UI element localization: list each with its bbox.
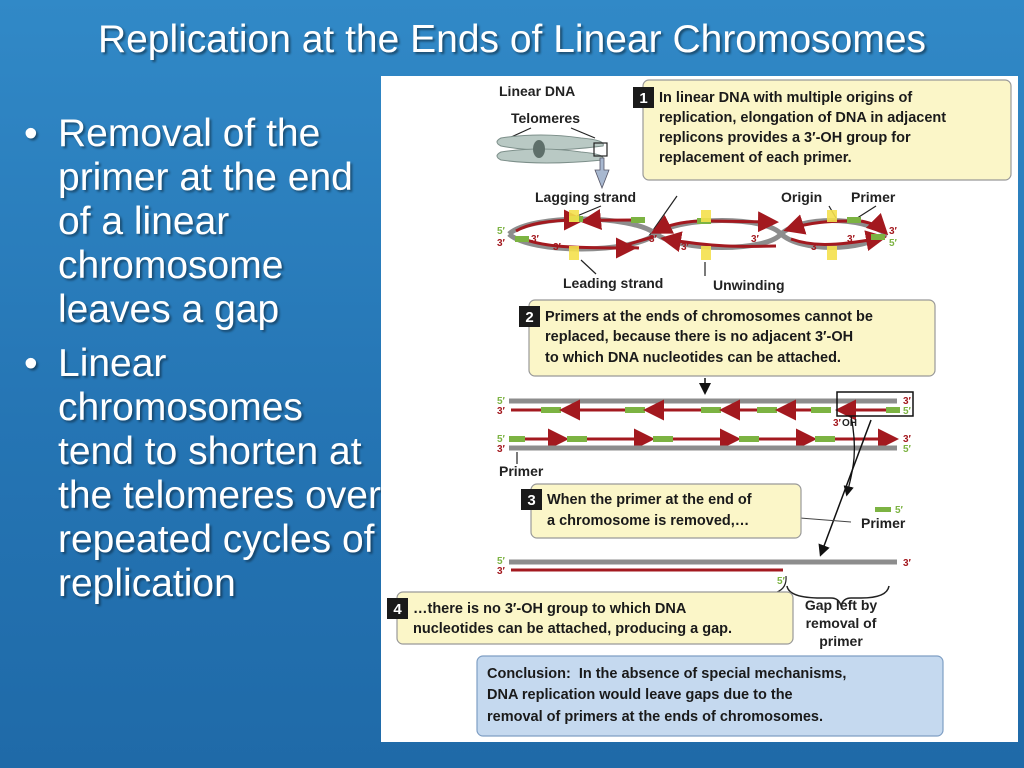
conclusion-box: Conclusion: In the absence of special me… [476, 655, 944, 737]
svg-text:nucleotides can be attached, p: nucleotides can be attached, producing a… [413, 621, 732, 637]
svg-text:DNA replication would leave ga: DNA replication would leave gaps due to … [487, 687, 793, 703]
conclusion-heading: Conclusion: [487, 666, 571, 682]
svg-text:3′: 3′ [553, 242, 562, 253]
svg-text:3′: 3′ [889, 226, 898, 237]
replication-figure: Linear DNA Telomeres Lagging strand 1 In… [381, 76, 1018, 742]
lagging-strand-label: Lagging strand [535, 189, 636, 205]
gap-label: removal of [806, 615, 877, 631]
svg-text:replaced, because there is no: replaced, because there is no adjacent 3… [545, 329, 853, 345]
step-number: 3 [527, 492, 535, 509]
svg-text:5′: 5′ [497, 396, 506, 407]
svg-text:5′: 5′ [497, 556, 506, 567]
end-highlight-box [836, 391, 914, 417]
gapped-duplex: 5′ 3′ 5′ 3′ [497, 556, 912, 607]
svg-text:5′: 5′ [903, 406, 912, 417]
svg-text:3′: 3′ [649, 234, 658, 245]
svg-text:removal of primers at the ends: removal of primers at the ends of chromo… [487, 709, 823, 725]
svg-text:3′: 3′ [497, 238, 506, 249]
zoom-arrow [594, 157, 610, 190]
replication-bubbles: 5′ 3′ 3′ 5′ 3′ 3′ 3′ 3′ 3′ 3′ 3′ [497, 209, 898, 260]
step-number: 4 [393, 601, 402, 618]
step-number: 2 [525, 309, 533, 326]
svg-text:3′: 3′ [497, 406, 506, 417]
step-number: 1 [639, 90, 647, 107]
step-2-note: 2 Primers at the ends of chromosomes can… [519, 299, 936, 377]
svg-text:3′: 3′ [903, 396, 912, 407]
origin-label: Origin [781, 189, 822, 205]
svg-text:5′: 5′ [497, 434, 506, 445]
svg-text:Conclusion: In the absen: Conclusion: In the absence of special me… [487, 666, 846, 682]
gap-brace [786, 585, 890, 607]
svg-text:replicons provides a 3′-OH gro: replicons provides a 3′-OH group for [659, 130, 911, 146]
chromosome-icon [496, 134, 604, 164]
svg-text:to which DNA nucleotides can b: to which DNA nucleotides can be attached… [545, 350, 841, 366]
svg-text:3′: 3′ [847, 234, 856, 245]
zoom-box [593, 142, 608, 157]
svg-text:3′: 3′ [531, 234, 540, 245]
svg-text:In linear DNA with multiple or: In linear DNA with multiple origins of [659, 90, 912, 106]
svg-text:3′: 3′ [833, 418, 842, 429]
leading-strand-label: Leading strand [563, 275, 663, 291]
daughter-duplex-bottom: 5′ 3′ 3′ 5′ [497, 428, 912, 455]
svg-text:replication, elongation of DNA: replication, elongation of DNA in adjace… [659, 110, 946, 126]
svg-text:5′: 5′ [497, 226, 506, 237]
step-4-note: 4 …there is no 3′-OH group to which DNA … [387, 591, 794, 645]
svg-text:replacement of each primer.: replacement of each primer. [659, 150, 852, 166]
svg-text:5′: 5′ [889, 238, 898, 249]
telomere-leader [570, 127, 596, 139]
step-1-note: 1 In linear DNA with multiple origins of… [633, 79, 1012, 237]
svg-text:5′: 5′ [777, 576, 786, 587]
svg-text:3′: 3′ [497, 566, 506, 577]
gap-label: Gap left by [805, 597, 878, 613]
svg-text:3′: 3′ [903, 434, 912, 445]
svg-text:3′: 3′ [903, 558, 912, 569]
svg-text:When the primer at the end of: When the primer at the end of [547, 492, 752, 508]
svg-text:3′: 3′ [681, 242, 690, 253]
svg-text:5′: 5′ [895, 505, 904, 516]
bullet-item: Linear chromosomes tend to shorten at th… [22, 342, 382, 606]
unwinding-label: Unwinding [713, 277, 785, 293]
svg-text:3′: 3′ [811, 242, 820, 253]
slide-title: Replication at the Ends of Linear Chromo… [97, 18, 927, 61]
bullet-item: Removal of the primer at the end of a li… [22, 112, 382, 332]
primer-side-label: Primer [861, 515, 906, 531]
telomeres-label: Telomeres [511, 110, 580, 126]
daughter-duplex-top: 5′ 3′ 3′ 5′ [497, 391, 914, 421]
removed-primer [875, 507, 891, 512]
primer-bottom-label: Primer [499, 463, 544, 479]
oh-label: OH [842, 418, 857, 429]
svg-text:3′: 3′ [751, 234, 760, 245]
svg-text:5′: 5′ [903, 444, 912, 455]
bullet-list: Removal of the primer at the end of a li… [22, 112, 382, 616]
svg-text:a chromosome is removed,…: a chromosome is removed,… [547, 513, 749, 529]
linear-dna-label: Linear DNA [499, 83, 575, 99]
svg-text:3′: 3′ [497, 444, 506, 455]
replication-diagram: Linear DNA Telomeres Lagging strand 1 In… [387, 79, 1012, 737]
step-3-note: 3 When the primer at the end of a chromo… [521, 483, 852, 539]
gap-label: primer [819, 633, 863, 649]
svg-text:Primers at the ends of chromos: Primers at the ends of chromosomes canno… [545, 309, 873, 325]
primer-label: Primer [851, 189, 896, 205]
svg-text:…there is no 3′-OH group to wh: …there is no 3′-OH group to which DNA [413, 601, 687, 617]
